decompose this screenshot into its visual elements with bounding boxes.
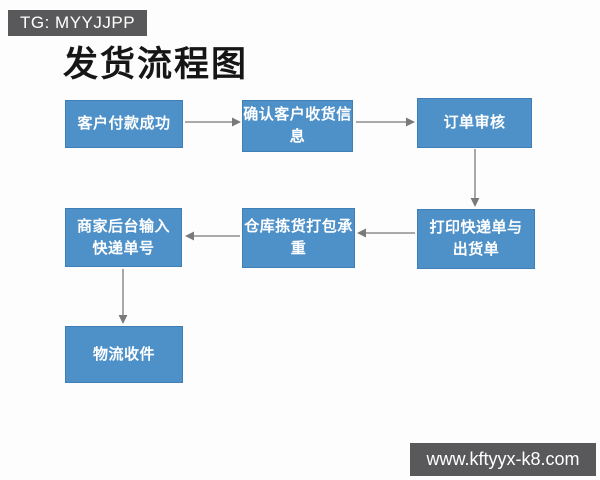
website-watermark-banner: www.kftyyx-k8.com — [410, 443, 596, 476]
node-logistics-pickup: 物流收件 — [65, 326, 183, 383]
node-confirm-shipping-info: 确认客户收货信 息 — [242, 100, 353, 152]
telegram-watermark-banner: TG: MYYJJPP — [8, 10, 148, 36]
node-order-review: 订单审核 — [417, 98, 532, 148]
node-warehouse-packing: 仓库拣货打包承 重 — [242, 208, 355, 268]
node-print-waybill: 打印快递单与 出货单 — [417, 209, 535, 269]
diagram-title: 发货流程图 — [63, 45, 249, 84]
node-merchant-tracking-input: 商家后台输入 快递单号 — [65, 208, 182, 267]
node-customer-payment: 客户付款成功 — [65, 100, 183, 148]
